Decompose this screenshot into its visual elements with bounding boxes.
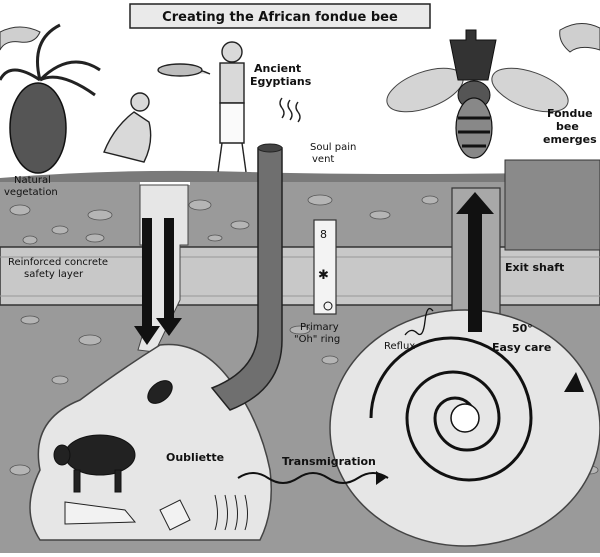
label-reinforced-1: Reinforced concrete	[8, 257, 108, 268]
title-text: Creating the African fondue bee	[162, 10, 398, 25]
bee-cocoon	[450, 403, 480, 433]
label-ancient-egyptians-2: Egyptians	[250, 75, 312, 88]
label-reflux: Reflux	[384, 341, 415, 352]
ancient-egyptian-figures	[103, 41, 247, 173]
device-glyph-2: ✱	[318, 268, 329, 283]
label-soul-pain-vent-1: Soul pain	[310, 142, 356, 153]
label-fondue-bee-3: emerges	[543, 133, 597, 146]
label-reinforced-2: safety layer	[24, 269, 84, 280]
label-degrees: 50°	[512, 322, 533, 335]
label-transmigration: Transmigration	[282, 455, 376, 468]
entry-arrows	[134, 218, 182, 345]
label-exit-shaft: Exit shaft	[505, 261, 564, 274]
vent-opening	[257, 143, 283, 153]
oubliette-bones	[64, 494, 248, 531]
spiral-arrowhead	[564, 372, 584, 392]
transmigration-arrow	[237, 472, 389, 484]
label-primary-2: "Oh" ring	[294, 334, 340, 345]
exit-shaft-cap	[504, 159, 600, 251]
label-ancient-egyptians-1: Ancient	[254, 62, 301, 75]
column-scroll-right	[559, 23, 600, 53]
fondue-bee	[386, 29, 569, 159]
primary-oh-ring-device	[313, 219, 337, 315]
title-box	[129, 3, 431, 29]
transmigration-arrowhead	[376, 471, 386, 485]
oh-ring-icon	[323, 301, 333, 311]
spiral-path	[369, 336, 533, 482]
ground-surface	[0, 170, 600, 182]
label-fondue-bee-2: bee	[556, 120, 579, 133]
vent-steam	[279, 97, 301, 123]
label-natural-vegetation-2: vegetation	[4, 187, 58, 198]
label-easy-care: Easy care	[492, 341, 551, 354]
exit-up-arrow	[456, 192, 494, 332]
label-natural-vegetation-1: Natural	[14, 175, 51, 186]
palm-tree	[0, 23, 101, 174]
column-scroll-left	[0, 26, 41, 51]
label-fondue-bee-1: Fondue	[547, 107, 593, 120]
soul-pain-vent-pipe	[210, 147, 283, 411]
device-glyph-1: 8	[320, 228, 327, 241]
label-soul-pain-vent-2: vent	[312, 154, 334, 165]
label-primary-1: Primary	[300, 322, 339, 333]
label-oubliette: Oubliette	[166, 451, 224, 464]
reflux-line	[404, 307, 434, 336]
oubliette-animals	[53, 380, 173, 493]
soil-stones	[9, 194, 599, 476]
